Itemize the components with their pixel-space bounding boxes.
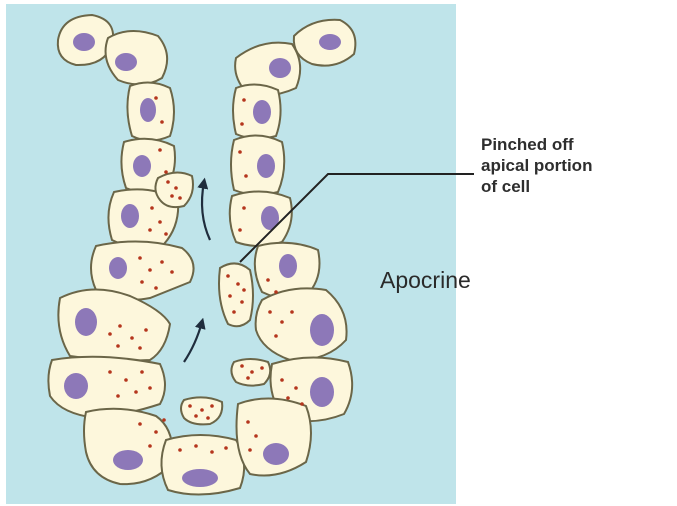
background-panel: [6, 4, 456, 504]
cell-left-2: [106, 31, 168, 85]
pinched-fragment-upper: [155, 172, 193, 207]
callout-line-1: Pinched off: [481, 134, 677, 155]
apocrine-label: Apocrine: [380, 267, 471, 294]
cell-left-9: [84, 409, 173, 484]
pinched-fragment-middle: [219, 263, 253, 326]
callout-line-3: of cell: [481, 176, 677, 197]
callout-line-2: apical portion: [481, 155, 677, 176]
pinched-off-callout: Pinched off apical portion of cell: [481, 134, 677, 197]
